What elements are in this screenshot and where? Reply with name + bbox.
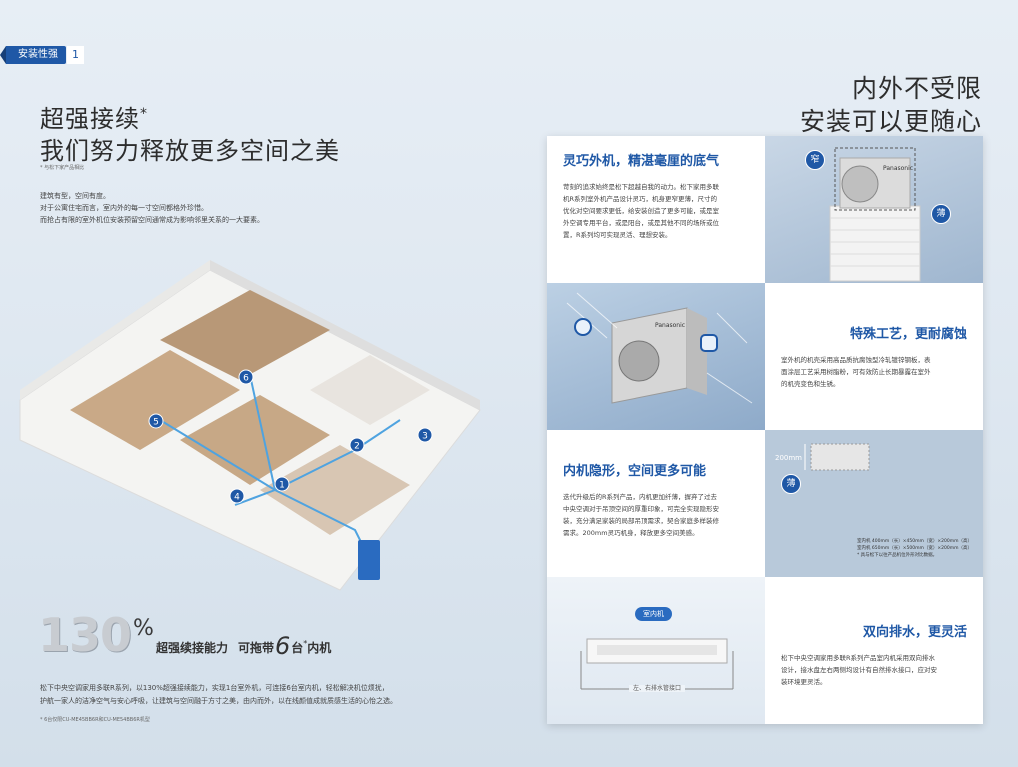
body-line: 护航一家人的洁净空气与安心呼吸，让建筑与空间融于方寸之美，由内而外，以在线颜值成…: [40, 697, 397, 705]
dimension-label: 200mm: [775, 454, 802, 462]
left-title-line1: 超强接续: [40, 105, 140, 133]
body-line: 松下中央空调家用多联R系列，以130%超强接续能力，实现1台室外机，可连接6台室…: [40, 684, 389, 692]
svg-text:1: 1: [279, 481, 285, 491]
badge-thin: 薄: [931, 204, 951, 224]
plan-marker-5: 5: [148, 413, 164, 429]
model-footnote: * 6台仅限CU-ME45BB6R和CU-ME54BB6R机型: [40, 717, 150, 723]
intro-line: 而抢占有限的室外机位安装预留空间通常成为影响邻里关系的一大要素。: [40, 216, 264, 224]
svg-text:2: 2: [354, 442, 360, 452]
plan-marker-3: 3: [417, 427, 433, 443]
section-tag: 安装性强 1: [6, 46, 84, 64]
card-body: 苛刻的追求始终是松下超越自我的动力。松下家用多联机R系列室外机产品设计灵巧，机身…: [563, 183, 719, 239]
floor-plan-illustration: 1 2 3 4 5 6: [19, 260, 481, 591]
badge-thin-indoor: 薄: [781, 474, 801, 494]
svg-text:5: 5: [153, 418, 159, 428]
card-body: 室外机的机壳采用高品质抗腐蚀型冷轧镀锌钢板，表面涂层工艺采用树脂粉，可有效防止长…: [781, 356, 931, 388]
section-tag-number: 1: [67, 46, 84, 64]
intro-line: 对于公寓住宅而言，室内外的每一寸空间都格外珍惜。: [40, 204, 208, 212]
drainage-image: 室内机 左、右排水管接口: [547, 577, 765, 724]
brand-logo: Panasonic: [883, 165, 913, 172]
card-title: 灵巧外机，精湛毫厘的底气: [563, 154, 720, 169]
plan-marker-1: 1: [274, 476, 290, 492]
left-title-line2: 我们努力释放更多空间之美: [40, 137, 340, 165]
intro-text: 建筑有型，空间有度。 对于公寓住宅而言，室内外的每一寸空间都格外珍惜。 而抢占有…: [40, 190, 264, 226]
card-title: 内机隐形，空间更多可能: [563, 464, 707, 479]
svg-text:6: 6: [243, 374, 249, 384]
brand-logo: Panasonic: [655, 322, 685, 329]
feature-grid: 灵巧外机，精湛毫厘的底气 苛刻的追求始终是松下超越自我的动力。松下家用多联机R系…: [547, 136, 983, 724]
intro-line: 建筑有型，空间有度。: [40, 192, 110, 200]
left-title-star: *: [140, 106, 148, 122]
corrosion-image: Panasonic: [547, 283, 765, 430]
title-footnote: * 与松下家产品相比: [40, 165, 85, 171]
card-compact-outdoor: 灵巧外机，精湛毫厘的底气 苛刻的追求始终是松下超越自我的动力。松下家用多联机R系…: [547, 136, 765, 283]
drain-label: 左、右排水管接口: [629, 685, 686, 692]
stat-star: *: [303, 639, 308, 648]
stat-value: 130: [38, 608, 132, 662]
plan-marker-4: 4: [229, 488, 245, 504]
right-title: 内外不受限 安装可以更随心: [800, 72, 982, 138]
indoor-unit-label: 室内机: [635, 607, 672, 621]
card-dual-drain: 双向排水，更灵活 松下中央空调家用多联R系列产品室内机采用双向排水设计，接水盘左…: [765, 577, 983, 724]
outdoor-unit-image: Panasonic 窄 薄: [765, 136, 983, 283]
svg-text:3: 3: [422, 432, 428, 442]
badge-narrow: 窄: [805, 150, 825, 170]
right-title-line1: 内外不受限: [851, 74, 982, 103]
body-text: 松下中央空调家用多联R系列，以130%超强接续能力，实现1台室外机，可连接6台室…: [40, 682, 397, 708]
card-title: 特殊工艺，更耐腐蚀: [849, 327, 967, 342]
indoor-unit-dimension-image: 200mm 薄 室内机 400mm（长）×450mm（宽）×200mm（高） 室…: [765, 430, 983, 577]
plan-marker-6: 6: [238, 369, 254, 385]
card-anti-corrosion: 特殊工艺，更耐腐蚀 室外机的机壳采用高品质抗腐蚀型冷轧镀锌钢板，表面涂层工艺采用…: [765, 283, 983, 430]
stat-text3: 内机: [307, 641, 332, 655]
right-title-line2: 安装可以更随心: [799, 107, 982, 136]
svg-text:4: 4: [234, 493, 240, 503]
stat-unit: %: [133, 616, 154, 641]
card-body: 松下中央空调家用多联R系列产品室内机采用双向排水设计，接水盘左右两侧均设计有自然…: [781, 654, 937, 686]
dimension-notes: 室内机 400mm（长）×450mm（宽）×200mm（高） 室内机 650mm…: [857, 539, 973, 558]
left-title: 超强接续* 我们努力释放更多空间之美: [40, 98, 340, 167]
stat-text2: 可拖带: [237, 641, 274, 655]
card-body: 迭代升级后的R系列产品，内机更加纤薄，摒弃了过去中央空调对于吊顶空间的厚重印象，…: [563, 493, 719, 537]
section-tag-label: 安装性强: [6, 46, 66, 64]
card-title: 双向排水，更灵活: [862, 625, 967, 640]
stat-six: 6: [274, 632, 291, 660]
card-hidden-indoor: 内机隐形，空间更多可能 迭代升级后的R系列产品，内机更加纤薄，摒弃了过去中央空调…: [547, 430, 765, 577]
plan-marker-2: 2: [349, 437, 365, 453]
capacity-stat: 130 % 超强续接能力 可拖带 6 台 * 内机: [38, 612, 331, 658]
stat-text1: 超强续接能力: [155, 641, 228, 655]
stat-sup: 台: [291, 641, 304, 655]
